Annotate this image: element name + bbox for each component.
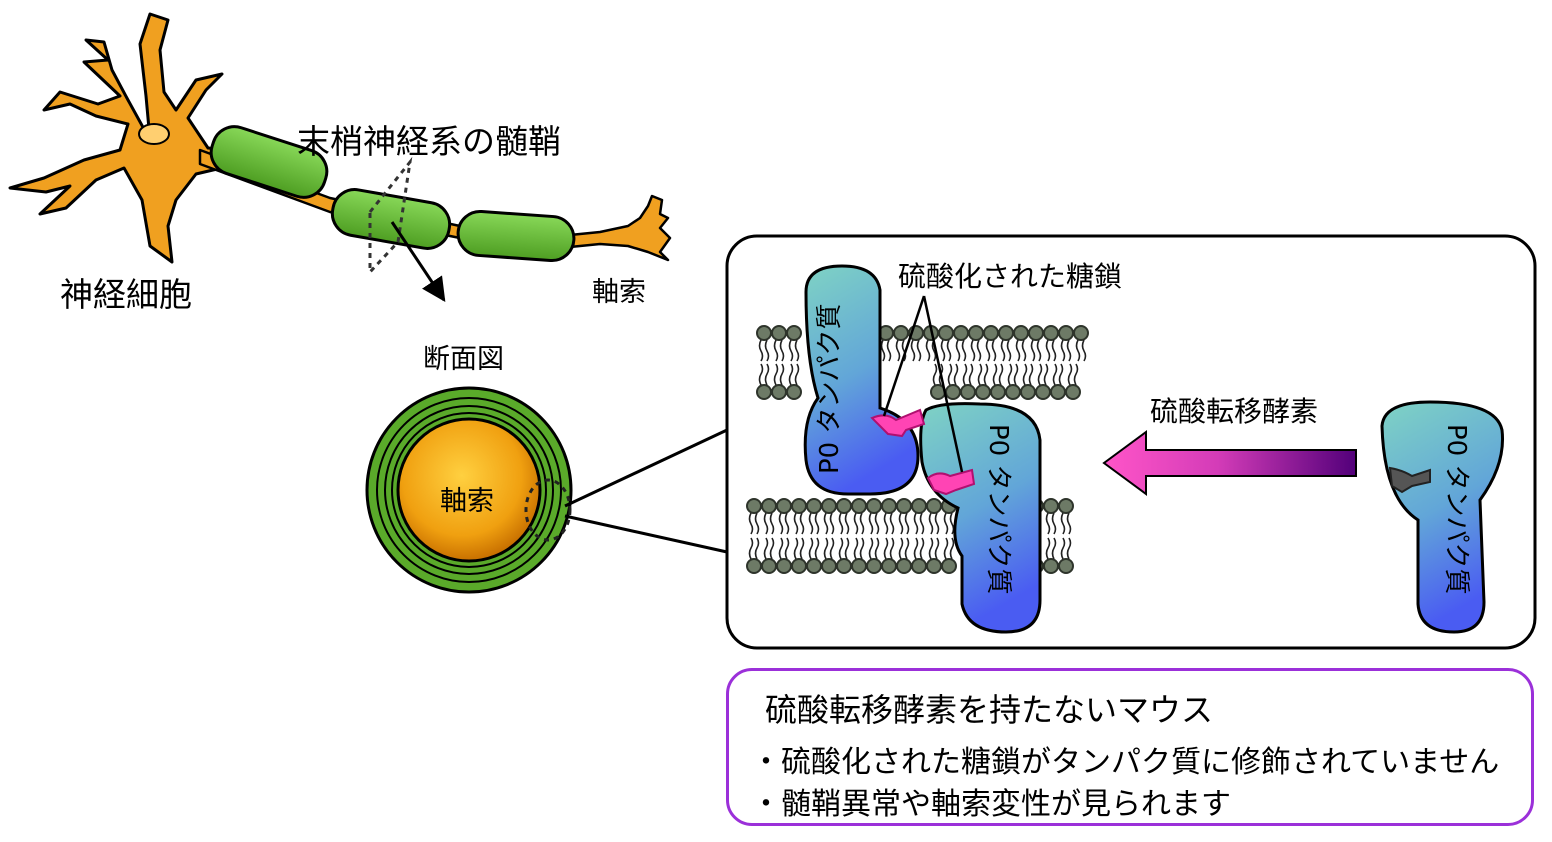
p0-protein-lower (919, 402, 1042, 634)
p0-protein-unsulfated (1380, 400, 1505, 634)
zoom-line-bottom (564, 514, 728, 554)
sulfated-glycan-2 (926, 468, 976, 496)
p0-protein-upper (803, 264, 920, 496)
summary-bullet-1: ・硫酸化された糖鎖がタンパク質に修飾されていません (751, 745, 1500, 780)
section-plane (368, 156, 413, 276)
zoom-line-top (564, 428, 728, 508)
unsulfated-glycan (1388, 466, 1431, 494)
myelin-segments (209, 125, 576, 263)
sulfotransferase-label: 硫酸転移酵素 (1150, 395, 1319, 428)
axon-center-label: 軸索 (440, 486, 494, 517)
neuron-illustration (8, 12, 246, 264)
neuron-label: 神経細胞 (60, 275, 192, 314)
glycan-pointer-1 (882, 295, 926, 417)
summary-box: 硫酸転移酵素を持たないマウス ・硫酸化された糖鎖がタンパク質に修飾されていません… (726, 668, 1534, 826)
nucleus (138, 123, 170, 145)
glycan-pointer-2 (922, 295, 964, 473)
cross-section-label: 断面図 (423, 344, 504, 375)
peripheral-myelin-label: 末梢神経系の髄鞘 (297, 122, 561, 161)
p0-label-unsulfated: P0 タンパク質 (1441, 424, 1471, 595)
p0-label-upper: P0 タンパク質 (815, 304, 845, 475)
zoom-region (524, 478, 572, 542)
summary-bullet-2: ・髄鞘異常や軸索変性が見られます (751, 787, 1231, 822)
section-arrow (390, 221, 446, 302)
myelin-cross-section (365, 386, 573, 594)
axon-core (396, 417, 542, 563)
p0-label-lower: P0 タンパク質 (983, 424, 1013, 595)
axon-label-top: 軸索 (592, 277, 646, 308)
sulfated-glycan-label: 硫酸化された糖鎖 (898, 260, 1123, 293)
sulfated-glycan-1 (870, 408, 926, 438)
sulfotransferase-arrow (1102, 430, 1357, 496)
summary-title: 硫酸転移酵素を持たないマウス (765, 691, 1214, 729)
